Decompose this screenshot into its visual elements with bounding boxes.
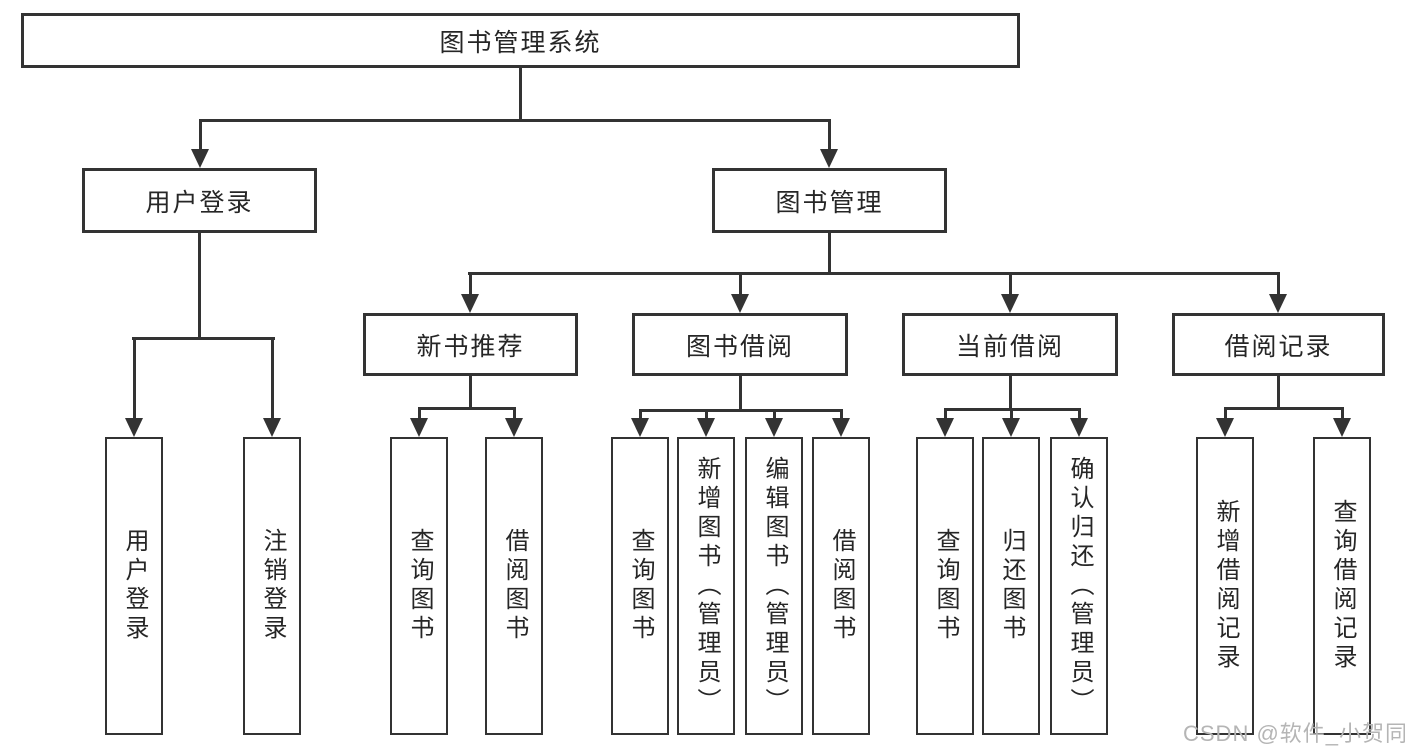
arrowhead <box>1001 294 1019 313</box>
node-new-book-recommendation: 新书推荐 <box>363 313 578 376</box>
connector-line <box>1010 408 1013 425</box>
connector-line <box>1078 408 1081 425</box>
leaf-br-query-record-label: 查询借阅记录 <box>1329 499 1356 673</box>
arrowhead <box>461 294 479 313</box>
connector-line <box>468 272 1280 275</box>
leaf-bb-borrow-books: 借阅图书 <box>812 437 870 735</box>
connector-line <box>705 409 708 425</box>
leaf-cb-query-books: 查询图书 <box>916 437 974 735</box>
leaf-bb-query-books: 查询图书 <box>611 437 669 735</box>
node-user-login: 用户登录 <box>82 168 317 233</box>
connector-line <box>639 409 843 412</box>
node-book-borrowing: 图书借阅 <box>632 313 848 376</box>
node-current-borrowing-label: 当前借阅 <box>955 332 1064 361</box>
node-borrowing-records-label: 借阅记录 <box>1224 332 1333 361</box>
connector-line <box>1009 376 1012 410</box>
arrowhead <box>1216 418 1234 437</box>
leaf-logout-label: 注销登录 <box>259 528 286 644</box>
connector-line <box>1277 376 1280 409</box>
node-borrowing-records: 借阅记录 <box>1172 313 1385 376</box>
connector-line <box>739 272 742 300</box>
connector-line <box>199 119 830 122</box>
leaf-cb-confirm-return-admin-label: 确认归还（管理员） <box>1066 455 1093 717</box>
connector-line <box>418 407 516 410</box>
leaf-bb-borrow-books-label: 借阅图书 <box>828 528 855 644</box>
leaf-nbr-query-books-label: 查询图书 <box>406 528 433 644</box>
arrowhead <box>936 418 954 437</box>
leaf-cb-confirm-return-admin: 确认归还（管理员） <box>1050 437 1108 735</box>
connector-line <box>418 407 421 425</box>
connector-line <box>271 337 274 425</box>
arrowhead <box>191 149 209 168</box>
leaf-nbr-query-books: 查询图书 <box>390 437 448 735</box>
leaf-cb-return-books-label: 归还图书 <box>998 528 1025 644</box>
connector-line <box>132 337 275 340</box>
arrowhead <box>410 418 428 437</box>
arrowhead <box>820 149 838 168</box>
connector-line <box>840 409 843 425</box>
connector-line <box>513 407 516 425</box>
connector-line <box>469 376 472 409</box>
connector-line <box>133 337 136 425</box>
connector-line <box>944 408 947 425</box>
leaf-nbr-borrow-books: 借阅图书 <box>485 437 543 735</box>
connector-line <box>1341 407 1344 425</box>
node-book-management: 图书管理 <box>712 168 947 233</box>
arrowhead <box>1333 418 1351 437</box>
arrowhead <box>263 418 281 437</box>
arrowhead <box>505 418 523 437</box>
connector-line <box>739 376 742 411</box>
node-book-borrowing-label: 图书借阅 <box>685 332 794 361</box>
leaf-br-add-record: 新增借阅记录 <box>1196 437 1254 735</box>
leaf-cb-query-books-label: 查询图书 <box>932 528 959 644</box>
leaf-logout: 注销登录 <box>243 437 301 735</box>
arrowhead <box>1269 294 1287 313</box>
leaf-bb-edit-books-admin: 编辑图书（管理员） <box>745 437 803 735</box>
connector-line <box>828 233 831 274</box>
connector-line <box>1224 407 1227 425</box>
connector-line <box>1277 272 1280 300</box>
connector-line <box>773 409 776 425</box>
node-current-borrowing: 当前借阅 <box>902 313 1118 376</box>
leaf-user-login: 用户登录 <box>105 437 163 735</box>
leaf-br-add-record-label: 新增借阅记录 <box>1212 499 1239 673</box>
leaf-bb-edit-books-admin-label: 编辑图书（管理员） <box>761 455 788 717</box>
connector-line <box>1009 272 1012 300</box>
connector-line <box>469 272 472 300</box>
connector-line <box>199 119 202 155</box>
connector-line <box>828 119 831 155</box>
csdn-watermark: CSDN @软件_小贺同学 <box>1183 721 1405 746</box>
leaf-bb-query-books-label: 查询图书 <box>627 528 654 644</box>
leaf-nbr-borrow-books-label: 借阅图书 <box>501 528 528 644</box>
connector-line <box>1224 407 1344 410</box>
arrowhead <box>1002 418 1020 437</box>
connector-line <box>198 233 201 339</box>
leaf-br-query-record: 查询借阅记录 <box>1313 437 1371 735</box>
node-new-book-recommendation-label: 新书推荐 <box>416 332 525 361</box>
arrowhead <box>832 418 850 437</box>
leaf-bb-add-books-admin: 新增图书（管理员） <box>677 437 735 735</box>
connector-line <box>519 68 522 121</box>
arrowhead <box>125 418 143 437</box>
leaf-cb-return-books: 归还图书 <box>982 437 1040 735</box>
arrowhead <box>765 418 783 437</box>
node-root-label: 图书管理系统 <box>439 28 602 57</box>
node-book-management-label: 图书管理 <box>775 188 884 217</box>
arrowhead <box>731 294 749 313</box>
leaf-user-login-label: 用户登录 <box>121 528 148 644</box>
arrowhead <box>697 418 715 437</box>
leaf-bb-add-books-admin-label: 新增图书（管理员） <box>693 455 720 717</box>
node-root: 图书管理系统 <box>21 13 1020 68</box>
arrowhead <box>1070 418 1088 437</box>
arrowhead <box>631 418 649 437</box>
node-user-login-label: 用户登录 <box>145 188 254 217</box>
connector-line <box>639 409 642 425</box>
